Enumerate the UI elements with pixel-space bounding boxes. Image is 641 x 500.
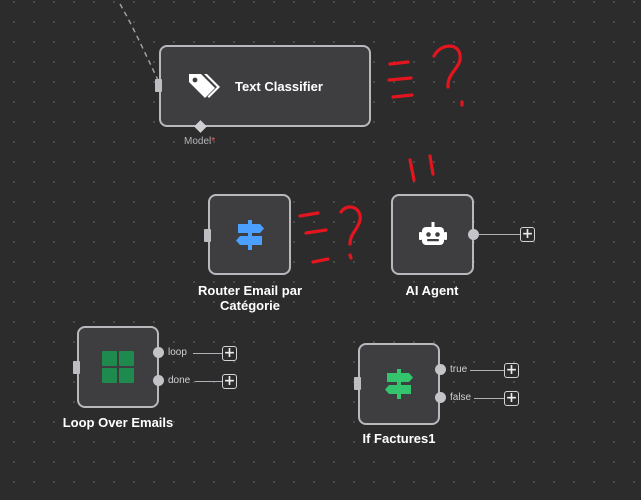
loop-port-dot[interactable] [153, 347, 164, 358]
router-title-line2: Catégorie [220, 298, 280, 313]
annotation-dash [298, 211, 320, 218]
done-port-dot[interactable] [153, 375, 164, 386]
router-email-title: Router Email par Catégorie [180, 283, 320, 313]
annotation-question-mark [432, 44, 462, 89]
loop-input-handle[interactable] [73, 361, 80, 374]
false-port-dot[interactable] [435, 392, 446, 403]
false-port-add-button[interactable]: + [504, 390, 519, 406]
text-classifier-input-handle[interactable] [155, 79, 162, 92]
router-email-node[interactable] [208, 194, 291, 275]
ai-agent-add-button[interactable]: + [520, 226, 535, 242]
ai-agent-output-dot[interactable] [468, 229, 479, 240]
annotation-question-dot [348, 253, 353, 260]
annotation-dash [388, 60, 410, 66]
true-port-line [470, 370, 504, 371]
tags-icon [185, 70, 221, 102]
if-factures-node[interactable] [358, 343, 440, 425]
text-classifier-title: Text Classifier [235, 78, 323, 94]
done-port-label: done [168, 375, 191, 386]
required-mark: * [211, 136, 216, 147]
annotation-dash [387, 76, 413, 82]
done-port-line [195, 381, 222, 382]
annotation-dash [304, 228, 328, 235]
false-port-line [474, 398, 504, 399]
annotation-dash [408, 158, 416, 182]
false-port-label: false [450, 392, 472, 403]
router-input-handle[interactable] [204, 229, 211, 242]
signpost-icon [234, 218, 266, 252]
signpost-icon [383, 367, 415, 401]
done-port-add-button[interactable]: + [222, 373, 237, 389]
model-label-text: Model [184, 136, 212, 147]
loop-port-line [193, 353, 222, 354]
router-title-line1: Router Email par [197, 283, 303, 298]
incoming-connection-line [119, 3, 161, 85]
loop-over-emails-node[interactable] [77, 326, 159, 408]
grid-icon [102, 351, 134, 383]
robot-icon [418, 221, 447, 248]
ai-agent-title: AI Agent [405, 283, 459, 298]
true-port-add-button[interactable]: + [504, 362, 519, 378]
annotation-dash [391, 93, 414, 99]
loop-over-emails-title: Loop Over Emails [62, 415, 174, 430]
annotation-question-mark [339, 205, 362, 246]
if-input-handle[interactable] [354, 377, 361, 390]
annotation-dash [311, 257, 330, 264]
model-label: Model* [184, 136, 215, 148]
loop-port-label: loop [168, 347, 187, 358]
ai-agent-output-line [479, 234, 520, 235]
if-factures-title: If Factures1 [362, 431, 436, 446]
text-classifier-node[interactable]: Text Classifier [159, 45, 371, 127]
annotation-dash [428, 154, 435, 176]
true-port-dot[interactable] [435, 364, 446, 375]
true-port-label: true [450, 364, 468, 375]
loop-port-add-button[interactable]: + [222, 345, 237, 361]
ai-agent-node[interactable] [391, 194, 474, 275]
